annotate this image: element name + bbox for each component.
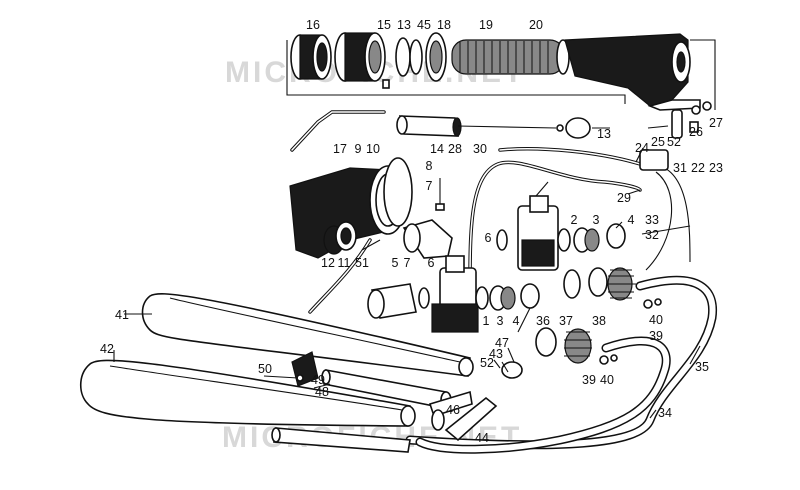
callout-52-lower: 52 <box>480 356 494 370</box>
intake-pipe-part <box>396 115 591 139</box>
intake-elbow-part <box>402 219 453 259</box>
exhaust-headers-part <box>405 275 718 454</box>
callout-40-upper: 40 <box>649 313 663 327</box>
callout-24: 24 <box>635 141 649 155</box>
callout-38: 38 <box>592 314 606 328</box>
callout-22: 22 <box>691 161 705 175</box>
callout-4-upper: 4 <box>628 213 635 227</box>
callout-3-upper: 3 <box>593 213 600 227</box>
mounting-hardware <box>647 101 712 139</box>
callout-34: 34 <box>658 406 672 420</box>
callout-47: 47 <box>495 336 509 350</box>
callout-10: 10 <box>366 142 380 156</box>
callout-3-lower: 3 <box>497 314 504 328</box>
callout-49: 49 <box>311 373 325 387</box>
callout-12: 12 <box>321 256 335 270</box>
callout-40-lower: 40 <box>600 373 614 387</box>
callout-50: 50 <box>258 362 272 376</box>
carburetor-right-part <box>496 181 626 271</box>
callout-51: 51 <box>355 256 369 270</box>
callout-28: 28 <box>448 142 462 156</box>
callout-43: 43 <box>489 347 503 361</box>
callout-15: 15 <box>377 18 391 32</box>
callout-4-lower: 4 <box>513 314 520 328</box>
left-air-box-part <box>289 157 413 259</box>
air-box-part <box>564 33 701 111</box>
callout-35: 35 <box>695 360 709 374</box>
callout-17: 17 <box>333 142 347 156</box>
muffler-lower-part <box>79 359 416 427</box>
ring-part <box>395 37 411 77</box>
callout-37: 37 <box>559 314 573 328</box>
callout-23: 23 <box>709 161 723 175</box>
filter-body-part <box>334 32 390 89</box>
callout-36: 36 <box>536 314 550 328</box>
callout-16: 16 <box>306 18 320 32</box>
callout-30: 30 <box>473 142 487 156</box>
callout-26: 26 <box>689 125 703 139</box>
callout-25: 25 <box>651 135 665 149</box>
callout-2: 2 <box>571 213 578 227</box>
callout-18: 18 <box>437 18 451 32</box>
callout-46: 46 <box>446 403 460 417</box>
callout-52-top: 52 <box>667 135 681 149</box>
carburetor-left-part <box>418 255 540 333</box>
callout-19: 19 <box>479 18 493 32</box>
muffler-upper-part <box>141 292 474 377</box>
throttle-cable-part <box>659 165 691 263</box>
exhaust-coupler-part <box>535 267 662 365</box>
callout-41: 41 <box>115 308 129 322</box>
throttle-cable-part <box>645 171 673 271</box>
callout-7-lower: 7 <box>404 256 411 270</box>
callout-44: 44 <box>475 431 489 445</box>
callout-9: 9 <box>355 142 362 156</box>
callout-14: 14 <box>430 142 444 156</box>
clamp-part <box>501 347 523 379</box>
callout-labels: 16 15 13 45 18 19 20 13 25 52 26 27 17 9… <box>100 18 723 445</box>
o-ring-part <box>565 117 591 139</box>
intake-manifold-part <box>367 283 417 319</box>
callout-33: 33 <box>645 213 659 227</box>
callout-1: 1 <box>483 314 490 328</box>
ring-part <box>409 39 423 75</box>
flange-part <box>425 32 447 82</box>
callout-39-upper: 39 <box>649 329 663 343</box>
callout-20: 20 <box>529 18 543 32</box>
group-bracket-line-right <box>690 39 716 110</box>
callout-11: 11 <box>338 256 351 270</box>
callout-6-lower: 6 <box>428 256 435 270</box>
callout-29: 29 <box>617 191 631 205</box>
air-intake-assembly <box>286 32 716 139</box>
callout-39-lower: 39 <box>582 373 596 387</box>
bolt-part <box>435 178 445 211</box>
callout-42: 42 <box>100 342 114 356</box>
filter-cup-part <box>290 34 332 80</box>
callout-31: 31 <box>673 161 687 175</box>
callout-6-upper: 6 <box>485 231 492 245</box>
callout-8: 8 <box>426 159 433 173</box>
joint-pipe-part <box>271 390 498 453</box>
group-bracket-line <box>286 40 626 104</box>
callout-27: 27 <box>709 116 723 130</box>
ribbed-tube-part <box>451 39 570 75</box>
cable-junction-part <box>639 149 669 171</box>
callout-45: 45 <box>417 18 431 32</box>
callout-48: 48 <box>315 385 329 399</box>
callout-13-ring: 13 <box>597 127 611 141</box>
callout-32: 32 <box>645 228 659 242</box>
callout-5: 5 <box>392 256 399 270</box>
leader-lines <box>113 127 701 419</box>
callout-13: 13 <box>397 18 411 32</box>
callout-7-upper: 7 <box>426 179 433 193</box>
